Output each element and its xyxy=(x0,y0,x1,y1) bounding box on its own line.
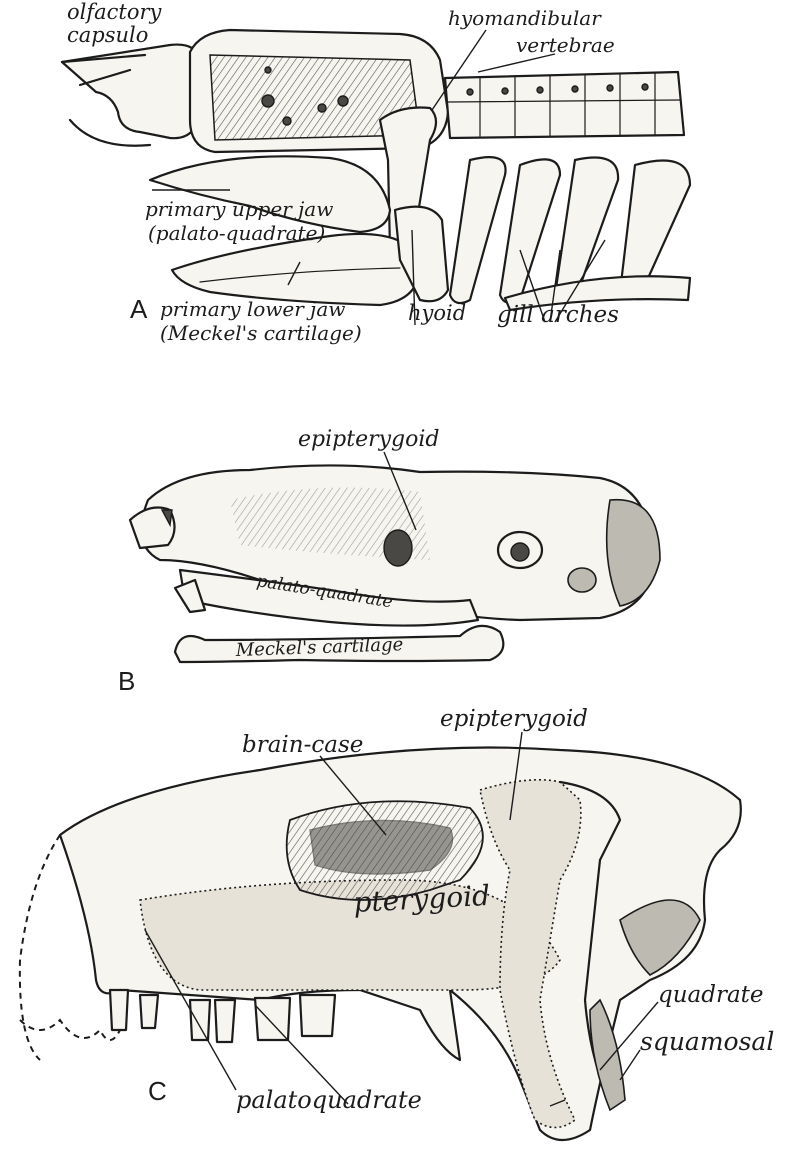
label-gill-arches: gill arches xyxy=(497,302,619,328)
orbit-b-dark xyxy=(511,543,529,561)
panel-b: epipterygoid palato-quadrate Meckel's ca… xyxy=(118,427,660,696)
label-olfactory: olfactory xyxy=(67,0,163,24)
panel-letter-b: B xyxy=(118,666,135,696)
label-palatoquadrate: palatoquadrate xyxy=(236,1086,422,1114)
label-palato-quadrate: (palato-quadrate) xyxy=(148,221,325,245)
leader-squamosal xyxy=(620,1050,640,1080)
label-epipterygoid-b: epipterygoid xyxy=(298,427,439,452)
gill-arches xyxy=(450,157,690,310)
epipterygoid-b-opening xyxy=(384,530,412,566)
panel-a: olfactory capsulo hyomandibular vertebra… xyxy=(62,0,690,345)
label-epipterygoid-c: epipterygoid xyxy=(440,706,588,732)
ear-b xyxy=(568,568,596,592)
label-quadrate: quadrate xyxy=(658,982,764,1008)
label-primary-lower-jaw: primary lower jaw xyxy=(160,297,345,321)
label-meckels-a: (Meckel's cartilage) xyxy=(160,321,362,345)
label-hyomandibular: hyomandibular xyxy=(448,6,602,30)
label-primary-upper-jaw: primary upper jaw xyxy=(145,197,333,221)
olfactory-capsule-shape xyxy=(62,45,200,139)
label-squamosal: squamosal xyxy=(640,1027,774,1056)
label-capsule: capsulo xyxy=(67,23,148,47)
panel-c: brain-case epipterygoid pterygoid quadra… xyxy=(20,706,774,1140)
label-vertebrae: vertebrae xyxy=(516,33,615,57)
label-hyoid: hyoid xyxy=(408,301,466,325)
panel-letter-a: A xyxy=(130,294,148,324)
vertebrae-row xyxy=(445,72,684,138)
label-brain-case: brain-case xyxy=(242,732,363,758)
panel-letter-c: C xyxy=(148,1076,167,1106)
occipital-b xyxy=(607,500,660,606)
